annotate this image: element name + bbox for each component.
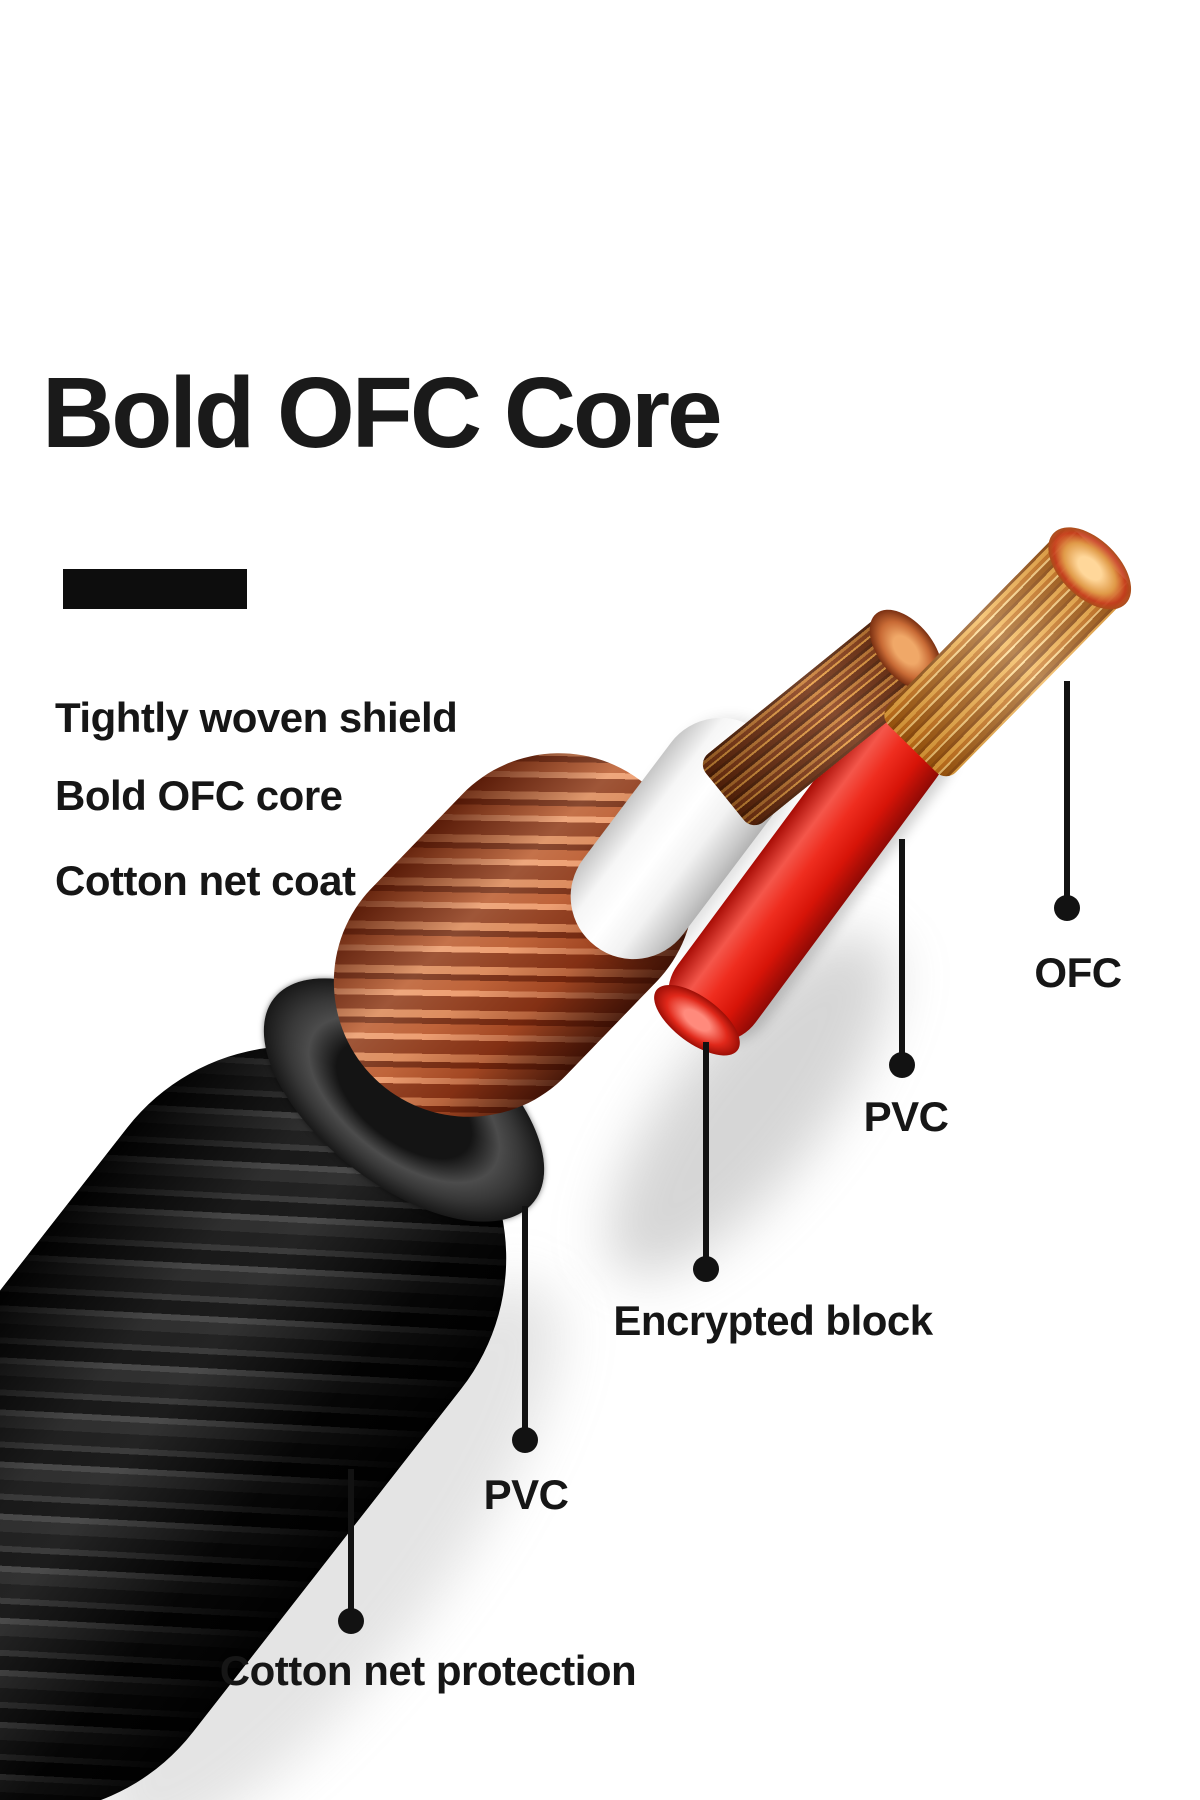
callout-line-encrypted-block: [703, 1042, 709, 1269]
callout-label-cotton-net: Cotton net protection: [219, 1647, 637, 1694]
callout-line-pvc-jacket: [522, 1206, 528, 1440]
callout-dot-encrypted-block: [693, 1256, 719, 1282]
callout-dot-pvc-jacket: [512, 1427, 538, 1453]
feature-item-coat: Cotton net coat: [55, 857, 356, 904]
callout-label-pvc-jacket: PVC: [483, 1471, 569, 1518]
callout-label-pvc-red: PVC: [863, 1093, 949, 1140]
callout-dot-ofc: [1054, 895, 1080, 921]
feature-item-shield: Tightly woven shield: [55, 694, 458, 741]
ofc-cut-face-right: [1033, 512, 1147, 625]
callout-dot-pvc-red: [889, 1052, 915, 1078]
callout-line-pvc-red: [899, 839, 905, 1065]
callout-dot-cotton-net: [338, 1608, 364, 1634]
callout-label-encrypted-block: Encrypted block: [613, 1297, 933, 1344]
callout-label-ofc: OFC: [1034, 949, 1122, 996]
callout-line-ofc: [1064, 681, 1070, 908]
title-highlight-bar: [63, 569, 247, 609]
callout-line-cotton-net: [348, 1469, 354, 1621]
feature-item-core: Bold OFC core: [55, 772, 343, 819]
page-title: Bold OFC Core: [42, 357, 723, 469]
